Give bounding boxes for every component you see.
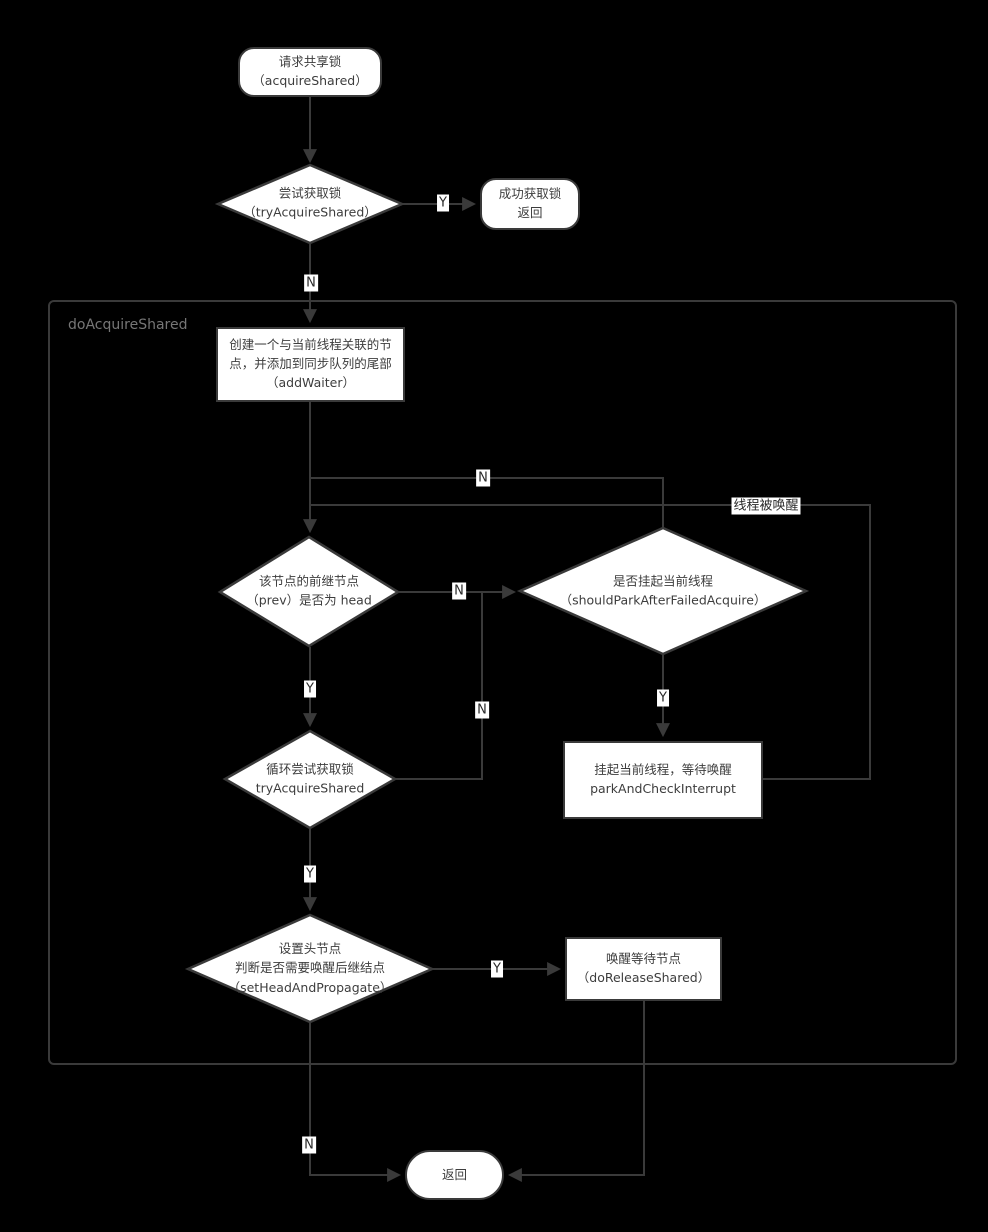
do-acquire-shared-group-label: doAcquireShared — [68, 317, 188, 333]
diamond-prev-is-head-text: 该节点的前继节点 （prev）是否为 head — [246, 572, 372, 611]
do-acquire-shared-group-box — [48, 300, 957, 1065]
node-add-waiter: 创建一个与当前线程关联的节 点，并添加到同步队列的尾部 （addWaiter） — [216, 327, 405, 402]
node-text-line: 挂起当前线程，等待唤醒 — [594, 762, 732, 778]
node-text-line: 尝试获取锁 — [278, 185, 342, 201]
edge-label-thread-woken: 线程被唤醒 — [731, 497, 801, 515]
edge-label-set-head-no: N — [302, 1136, 316, 1154]
node-acquire-shared: 请求共享锁 （acquireShared） — [238, 47, 382, 97]
diamond-try-acquire-text: 尝试获取锁 （tryAcquireShared） — [243, 184, 377, 223]
edge-label-loop-no: N — [475, 701, 489, 719]
node-text-line: 唤醒等待节点 — [605, 951, 681, 967]
node-text-line: 设置头节点 — [278, 940, 342, 956]
node-text-line: 成功获取锁 — [498, 186, 562, 202]
edge-label-prev-no: N — [452, 582, 466, 600]
node-text-line: parkAndCheckInterrupt — [590, 781, 736, 796]
node-return: 返回 — [405, 1150, 504, 1200]
node-text-line: （setHeadAndPropagate） — [227, 979, 393, 995]
node-text-line: 返回 — [517, 205, 543, 220]
edge-label-loop-yes: Y — [304, 865, 316, 883]
node-text-line: 判断是否需要唤醒后继结点 — [234, 960, 385, 976]
node-text-line: （shouldParkAfterFailedAcquire） — [559, 593, 767, 608]
node-text-line: （doReleaseShared） — [576, 970, 711, 985]
edge-label-set-head-yes: Y — [491, 960, 503, 978]
node-text-line: （acquireShared） — [252, 73, 368, 88]
node-text-line: 请求共享锁 — [278, 54, 342, 70]
node-text-line: （tryAcquireShared） — [243, 205, 377, 220]
node-text-line: 该节点的前继节点 — [258, 573, 360, 589]
edge-label-prev-yes: Y — [304, 680, 316, 698]
diamond-should-park-text: 是否挂起当前线程 （shouldParkAfterFailedAcquire） — [560, 572, 767, 611]
node-text-line: 循环尝试获取锁 — [266, 761, 354, 777]
edge-label-try-no: N — [304, 274, 318, 292]
edge-label-should-park-no: N — [476, 469, 490, 487]
node-text-line: 返回 — [441, 1166, 467, 1182]
diamond-set-head-text: 设置头节点 判断是否需要唤醒后继结点 （setHeadAndPropagate） — [228, 939, 393, 997]
node-text-line: 创建一个与当前线程关联的节 — [229, 337, 392, 353]
node-park-and-check-interrupt: 挂起当前线程，等待唤醒 parkAndCheckInterrupt — [563, 741, 763, 819]
edge-label-try-yes: Y — [437, 194, 449, 212]
node-acquire-success: 成功获取锁 返回 — [480, 178, 580, 230]
diamond-loop-try-text: 循环尝试获取锁 tryAcquireShared — [256, 760, 365, 799]
node-text-line: tryAcquireShared — [255, 781, 365, 796]
node-text-line: 点，并添加到同步队列的尾部 — [229, 356, 392, 372]
node-do-release-shared: 唤醒等待节点 （doReleaseShared） — [565, 937, 722, 1001]
node-text-line: 是否挂起当前线程 — [612, 573, 713, 589]
node-text-line: （addWaiter） — [266, 374, 355, 390]
node-text-line: （prev）是否为 head — [246, 593, 372, 608]
edge-label-should-park-yes: Y — [657, 689, 669, 707]
